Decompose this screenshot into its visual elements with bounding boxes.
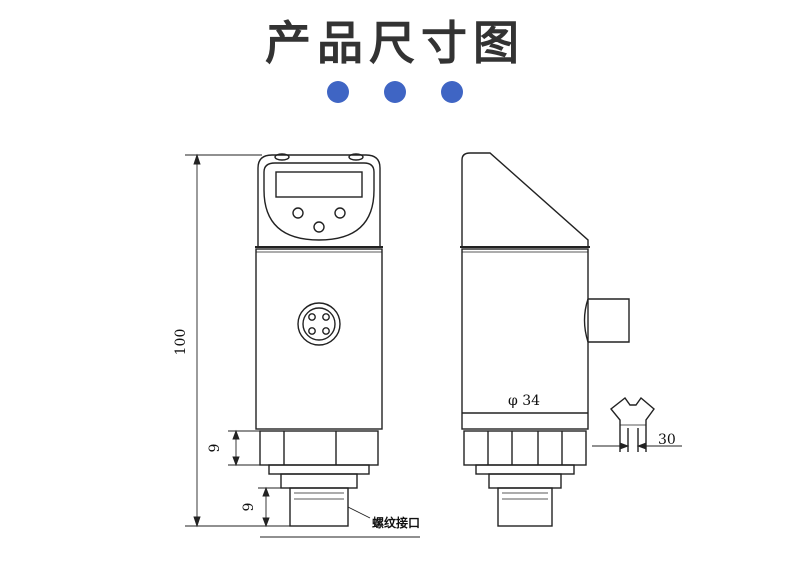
diameter-label: φ 34 xyxy=(508,393,540,409)
dot-3 xyxy=(441,81,463,103)
dim-9-upper-label: 9 xyxy=(207,444,223,453)
dimension-lines xyxy=(185,153,420,538)
dim-9-lower-label: 9 xyxy=(241,503,257,512)
side-view xyxy=(460,152,630,527)
dim-100-label: 100 xyxy=(173,329,189,356)
page-title: 产品尺寸图 xyxy=(265,16,525,70)
dot-2 xyxy=(384,81,406,103)
dot-1 xyxy=(327,81,349,103)
front-view xyxy=(255,153,383,527)
wrench-size-label: 30 xyxy=(658,432,676,448)
thread-interface-label: 螺纹接口 xyxy=(372,515,420,530)
wrench-dimension xyxy=(592,442,682,450)
wrench-detail xyxy=(610,396,655,452)
decorative-dots xyxy=(0,81,790,103)
